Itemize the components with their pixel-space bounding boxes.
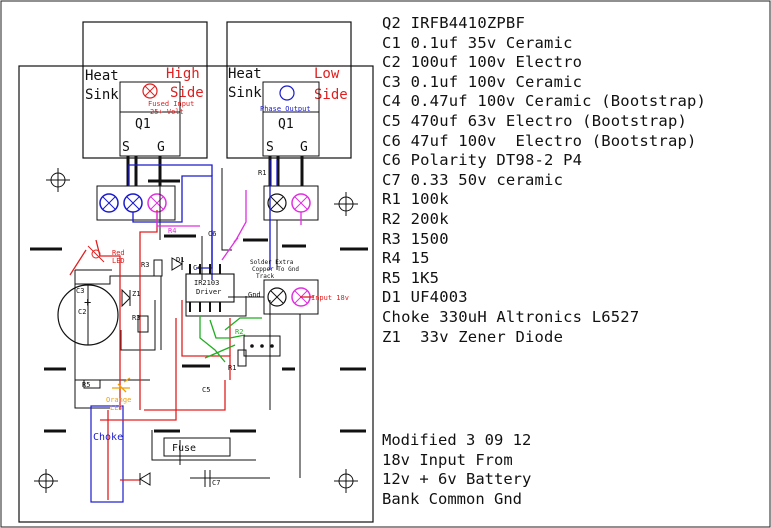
driver-pins — [189, 264, 221, 312]
fuse-box — [163, 437, 231, 457]
pads — [30, 179, 368, 433]
label-choke: Choke — [93, 432, 123, 443]
legend-item: C5 470uf 63v Electro (Bootstrap) — [382, 111, 688, 130]
note-line: Modified 3 09 12 — [382, 431, 532, 449]
legend-item: Choke 330uH Altronics L6527 — [382, 307, 640, 326]
high-side-label-1: High — [166, 66, 200, 82]
label-c5: C5 — [202, 386, 210, 394]
label-solder-1: Solder Extra — [250, 259, 294, 266]
diode-d1 — [171, 257, 183, 271]
label-z1: Z1 — [132, 290, 140, 298]
q-low-note: Phase Output — [260, 105, 311, 113]
low-side-label-2: Side — [314, 87, 348, 103]
legend-item: C4 0.47uf 100v Ceramic (Bootstrap) — [382, 92, 707, 111]
svg-text:+: + — [84, 295, 91, 309]
q-high-note-2: 25+ Volt — [150, 108, 184, 116]
label-r3: R3 — [141, 261, 149, 269]
legend-item: C3 0.1uf 100v Ceramic — [382, 72, 583, 91]
q-low-g: G — [300, 140, 308, 155]
driver-label-1: IR2103 — [194, 279, 219, 287]
heatsink-low-label-1: Heat — [228, 66, 262, 82]
label-c4: C4 — [193, 264, 201, 272]
label-solder-3: Track — [256, 273, 274, 280]
note-line: 18v Input From — [382, 450, 513, 469]
transistor-low: Phase Output Q1 S G — [260, 81, 320, 186]
blue-traces — [90, 160, 278, 503]
label-r5: R5 — [82, 381, 90, 389]
high-side-label-2: Side — [170, 85, 204, 101]
modification-notes: Modified 3 09 12 18v Input From 12v + 6v… — [382, 431, 768, 509]
heatsink-low-label-2: Sink — [228, 85, 262, 101]
legend-item: R1 100k — [382, 190, 449, 209]
terminal-block-high — [96, 185, 176, 221]
legend-item: R5 1K5 — [382, 268, 440, 287]
note-line: Bank Common Gnd — [382, 489, 522, 508]
legend-item: C2 100uf 100v Electro — [382, 53, 583, 72]
label-orange-1: Orange — [106, 396, 131, 404]
connector-pins — [250, 344, 274, 348]
label-d1: D1 — [176, 256, 184, 264]
label-input: Input 18v — [311, 294, 349, 302]
legend-item: C6 Polarity DT98-2 P4 — [382, 151, 583, 170]
legend-item: R4 15 — [382, 249, 430, 268]
note-line: 12v + 6v Battery — [382, 470, 532, 489]
resistors — [83, 259, 247, 389]
red-led — [87, 245, 105, 263]
heatsink-high-label-1: Heat — [85, 68, 119, 84]
label-c3: C3 — [76, 287, 84, 295]
driver-label-2: Driver — [196, 288, 221, 296]
legend-item: C7 0.33 50v ceramic — [382, 170, 564, 189]
legend-item: Z1 33v Zener Diode — [382, 327, 564, 346]
legend-item: R3 1500 — [382, 229, 449, 248]
label-c7: C7 — [212, 479, 220, 487]
magenta-traces — [156, 190, 302, 261]
diode-choke — [139, 472, 151, 486]
green-traces — [199, 316, 262, 363]
low-side-label-1: Low — [314, 66, 340, 82]
label-orange-2: LED — [110, 404, 123, 412]
heatsink-high-box — [82, 21, 208, 159]
legend-item: D1 UF4003 — [382, 288, 468, 307]
label-red-led-2: LED — [112, 257, 125, 265]
q-high-label: Q1 — [135, 117, 151, 132]
heatsink-high-label-2: Sink — [85, 87, 119, 103]
component-list: Q2 IRFB4410ZPBF C1 0.1uf 35v Ceramic C2 … — [382, 14, 768, 347]
label-gnd: Gnd — [248, 291, 261, 299]
label-solder-2: Copper To Gnd — [252, 266, 299, 273]
connector-r2 — [243, 335, 281, 357]
heatsink-low-box — [226, 21, 352, 159]
q-low-label: Q1 — [278, 117, 294, 132]
label-c6: C6 — [208, 230, 216, 238]
mounting-holes — [34, 168, 358, 493]
board-outline — [18, 65, 374, 523]
label-r3b: R3 — [132, 314, 140, 322]
capacitor-c2: + — [57, 284, 119, 346]
legend-item: Q2 IRFB4410ZPBF — [382, 14, 525, 32]
label-red-led-1: Red — [112, 249, 125, 257]
legend-item: C1 0.1uf 35v Ceramic — [382, 33, 573, 52]
label-fuse: Fuse — [172, 443, 196, 454]
q-low-s: S — [266, 140, 274, 155]
zener-z1 — [121, 288, 131, 308]
label-r1: R1 — [258, 169, 266, 177]
label-r2: R2 — [235, 328, 243, 336]
legend-item: R2 200k — [382, 209, 449, 228]
orange-led — [112, 377, 131, 393]
q-high-s: S — [122, 140, 130, 155]
label-c2: C2 — [78, 308, 86, 316]
label-r4: R4 — [168, 227, 176, 235]
q-high-note-1: Fused Input — [148, 100, 194, 108]
q-high-g: G — [157, 140, 165, 155]
terminal-block-low — [263, 185, 319, 221]
label-r1b: R1 — [228, 364, 236, 372]
legend-item: C6 47uf 100v Electro (Bootstrap) — [382, 131, 697, 150]
